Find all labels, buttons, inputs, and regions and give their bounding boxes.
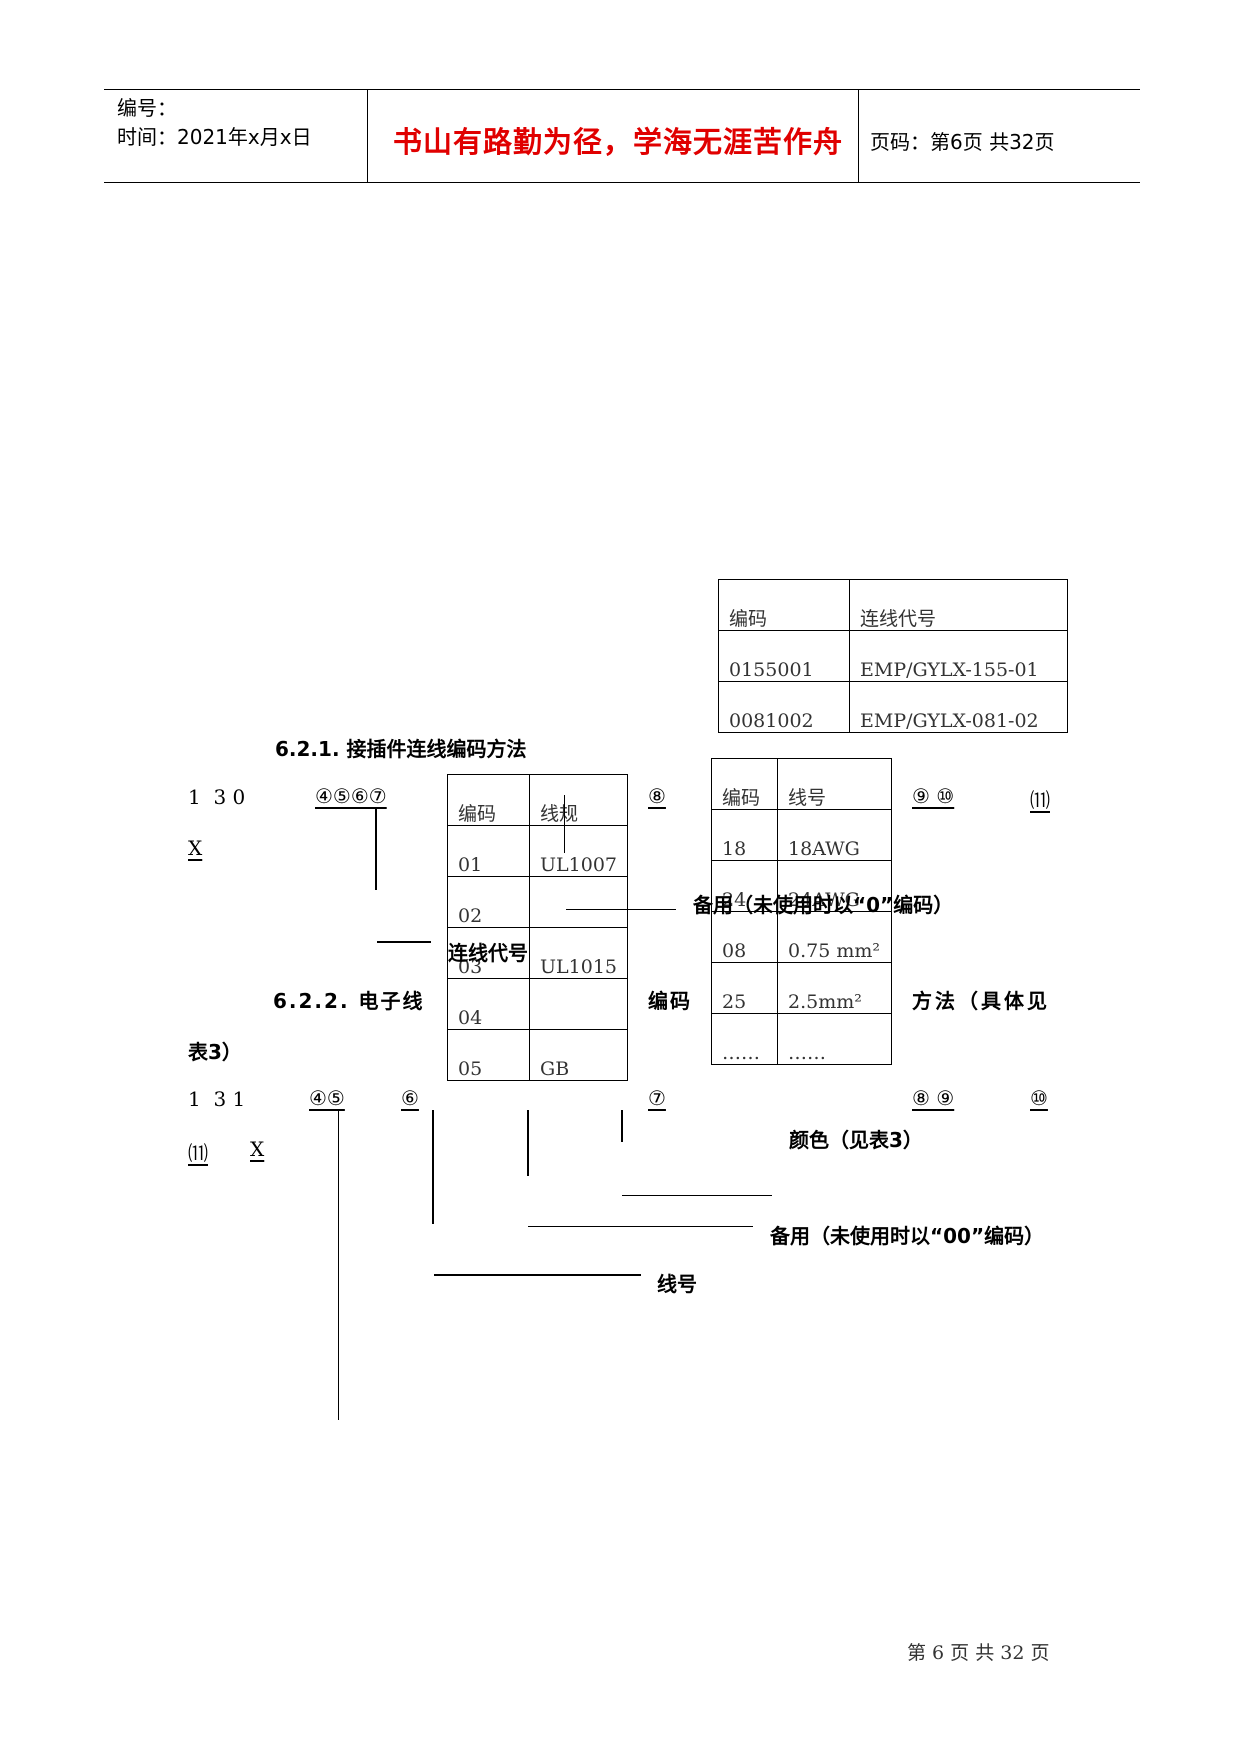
table-cell: 03 <box>446 927 531 979</box>
connector-line <box>432 1110 434 1224</box>
label-reserve-00: 备用（未使用时以“00”编码） <box>770 1224 1045 1248</box>
table-cell: 24AWG <box>777 860 892 912</box>
section-622-heading-a: 6.2.2. 电子线 <box>273 989 425 1013</box>
connector-line <box>434 1274 641 1276</box>
table-cell: 2.5mm² <box>777 962 892 1014</box>
connector-line <box>527 1110 529 1176</box>
table-cell: GB <box>529 1029 628 1081</box>
table-cell: 0155001 <box>718 630 850 682</box>
table-cell: 04 <box>446 978 531 1030</box>
code-digit-9-10: ⑨ ⑩ <box>912 784 955 808</box>
connector-line <box>377 941 431 943</box>
table-cell: UL1015 <box>529 927 628 979</box>
table-cell: 0081002 <box>718 681 850 733</box>
table-cell: 0.75 mm² <box>777 911 892 963</box>
table-cell: 18 <box>711 809 778 861</box>
connector-line <box>566 909 676 910</box>
label-line-code: 连线代号 <box>448 941 528 965</box>
header-motto: 书山有路勤为径，学海无涯苦作舟 <box>393 125 844 159</box>
wire-spec-header-gauge: 线规 <box>529 774 628 826</box>
code-digit-11: ⑾ <box>188 1141 208 1165</box>
code-digit-11: ⑾ <box>1030 788 1050 812</box>
header-divider-left <box>367 89 368 183</box>
line-code-header-name: 连线代号 <box>849 579 1068 631</box>
header-top-rule <box>104 89 1140 90</box>
code-digit-8: ⑧ <box>648 784 666 808</box>
table-cell: 01 <box>446 825 531 877</box>
header-divider-right <box>858 89 859 183</box>
code-digits-45: ④⑤ <box>309 1086 345 1110</box>
connector-line <box>338 1110 339 1420</box>
wire-number-header-no: 线号 <box>777 758 892 810</box>
code-digit-6: ⑥ <box>401 1086 419 1110</box>
wire-spec-header-code: 编码 <box>446 774 531 826</box>
section-622-heading-c: 方法（具体见 <box>912 989 1050 1013</box>
table-cell: 05 <box>446 1029 531 1081</box>
header-bottom-rule <box>104 182 1140 183</box>
table-cell: 02 <box>446 876 531 928</box>
table-cell <box>529 978 628 1030</box>
table-cell: EMP/GYLX-081-02 <box>849 681 1068 733</box>
footer-page-number: 第 6 页 共 32 页 <box>907 1642 1050 1664</box>
section-621-heading: 6.2.1. 接插件连线编码方法 <box>275 737 527 761</box>
connector-line <box>528 1226 753 1227</box>
code-digits-4567: ④⑤⑥⑦ <box>315 784 387 808</box>
wire-number-header-code: 编码 <box>711 758 778 810</box>
code-letter-x: X <box>250 1137 265 1161</box>
code-digit-7: ⑦ <box>648 1086 666 1110</box>
section-622-heading-d: 表3） <box>188 1040 242 1064</box>
connector-line <box>621 1110 623 1142</box>
table-cell: UL1007 <box>529 825 628 877</box>
code-digits-8-9: ⑧ ⑨ <box>912 1086 955 1110</box>
code-letter-x: X <box>188 836 203 860</box>
line-code-table: 编码 连线代号 0155001 EMP/GYLX-155-01 0081002 … <box>718 579 1068 733</box>
code-prefix-131: 1 3 1 <box>188 1087 246 1111</box>
code-prefix-130: 1 3 0 <box>188 785 246 809</box>
table-cell: …… <box>711 1013 778 1065</box>
label-wire-number: 线号 <box>657 1272 697 1296</box>
label-color: 颜色（见表3） <box>789 1128 923 1152</box>
table-cell <box>529 876 628 928</box>
connector-line <box>564 795 565 853</box>
label-reserve-0: 备用（未使用时以“0”编码） <box>693 893 954 917</box>
table-cell: 08 <box>711 911 778 963</box>
table-cell: 25 <box>711 962 778 1014</box>
table-cell: …… <box>777 1013 892 1065</box>
page-indicator: 页码：第6页 共32页 <box>870 130 1055 154</box>
line-code-header-code: 编码 <box>718 579 850 631</box>
connector-line <box>375 808 377 890</box>
doc-number-label: 编号： <box>117 96 177 120</box>
time-label: 时间：2021年x月x日 <box>117 125 312 149</box>
table-cell: 18AWG <box>777 809 892 861</box>
code-digit-10: ⑩ <box>1030 1086 1048 1110</box>
connector-line <box>622 1195 772 1196</box>
table-cell: EMP/GYLX-155-01 <box>849 630 1068 682</box>
section-622-heading-b: 编码 <box>648 989 692 1013</box>
